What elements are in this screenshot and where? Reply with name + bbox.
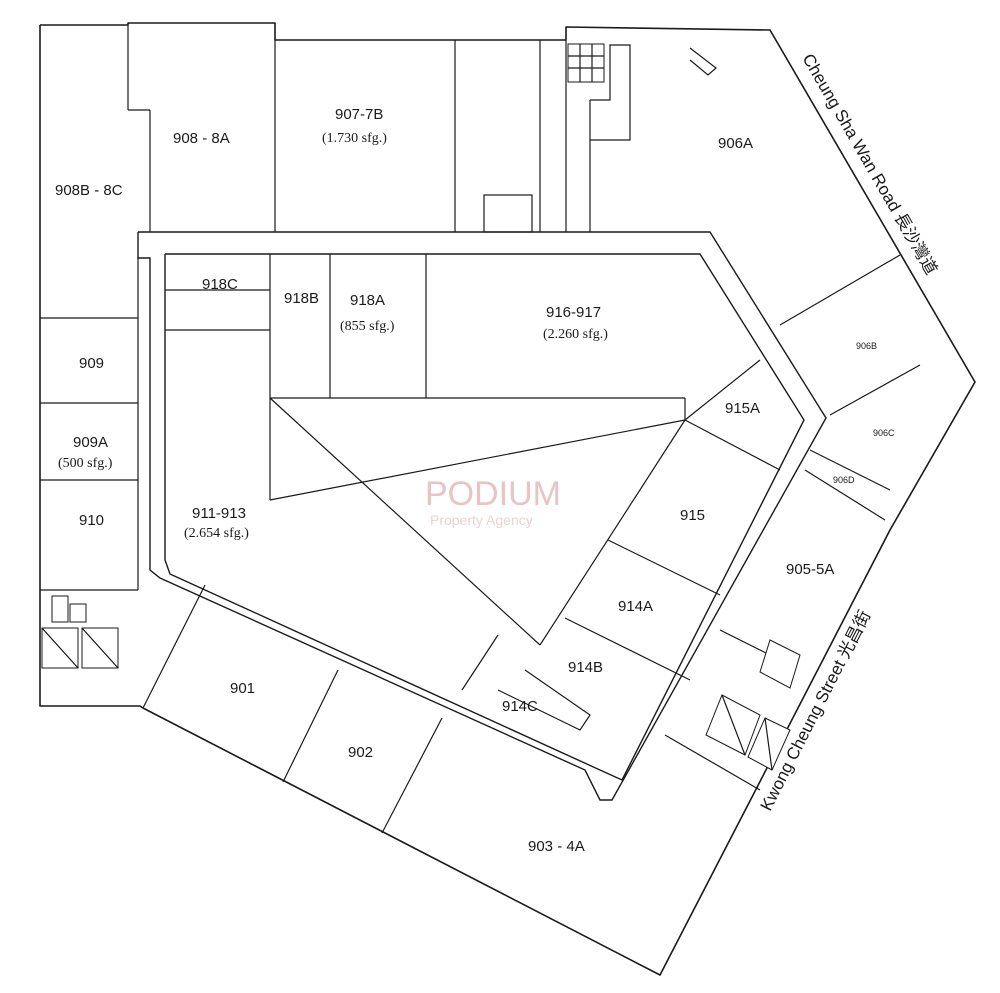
unit-914a[interactable]: 914A — [618, 598, 653, 615]
watermark: PODIUM Property Agency — [425, 475, 561, 528]
unit-906b[interactable]: 906B — [856, 341, 877, 351]
left-wing-walls — [40, 25, 151, 591]
watermark-tagline: Property Agency — [430, 512, 533, 528]
unit-902[interactable]: 902 — [348, 744, 373, 761]
unit-911-913-area: (2.654 sfg.) — [184, 526, 249, 541]
unit-labels: 908B - 8C 908 - 8A 907-7B (1.730 sfg.) 9… — [55, 106, 895, 855]
unit-910[interactable]: 910 — [79, 512, 104, 529]
top-wing-walls — [274, 40, 717, 233]
unit-916-917[interactable]: 916-917 — [546, 304, 601, 321]
watermark-brand: PODIUM — [425, 475, 561, 513]
inner-top-walls — [165, 254, 686, 646]
unit-911-913[interactable]: 911-913 — [192, 505, 246, 522]
unit-908-8a[interactable]: 908 - 8A — [173, 130, 230, 147]
unit-915a[interactable]: 915A — [725, 400, 760, 417]
unit-918b[interactable]: 918B — [284, 290, 319, 307]
stair-top — [567, 43, 605, 83]
road-kwong-cheung: Kwong Cheung Street 光昌街 — [757, 607, 875, 813]
unit-906d[interactable]: 906D — [833, 475, 855, 485]
unit-909a[interactable]: 909A — [73, 434, 108, 451]
building-outline — [39, 22, 976, 976]
unit-918a[interactable]: 918A — [350, 292, 385, 309]
unit-914b[interactable]: 914B — [568, 659, 603, 676]
unit-903-4a[interactable]: 903 - 4A — [528, 838, 585, 855]
unit-916-917-area: (2.260 sfg.) — [543, 327, 608, 342]
unit-918a-area: (855 sfg.) — [340, 319, 395, 334]
unit-907-7b-area: (1.730 sfg.) — [322, 131, 387, 146]
unit-905-5a[interactable]: 905-5A — [786, 561, 834, 578]
bottom-wing-walls — [142, 584, 443, 834]
lift-lobby-left — [41, 595, 119, 669]
unit-909a-area: (500 sfg.) — [58, 456, 113, 471]
unit-901[interactable]: 901 — [230, 680, 255, 697]
unit-906c[interactable]: 906C — [873, 428, 895, 438]
corridor — [137, 231, 827, 801]
unit-908b-8c[interactable]: 908B - 8C — [55, 182, 123, 199]
unit-915[interactable]: 915 — [680, 507, 705, 524]
right-wing-walls — [461, 254, 921, 791]
unit-914c[interactable]: 914C — [502, 698, 538, 715]
unit-907-7b[interactable]: 907-7B — [335, 106, 383, 123]
road-cheung-sha-wan: Cheung Sha Wan Road 長沙灣道 — [799, 51, 941, 278]
unit-906a[interactable]: 906A — [718, 135, 753, 152]
unit-918c[interactable]: 918C — [202, 276, 238, 293]
lift-lobby-right — [705, 639, 801, 771]
unit-909[interactable]: 909 — [79, 355, 104, 372]
